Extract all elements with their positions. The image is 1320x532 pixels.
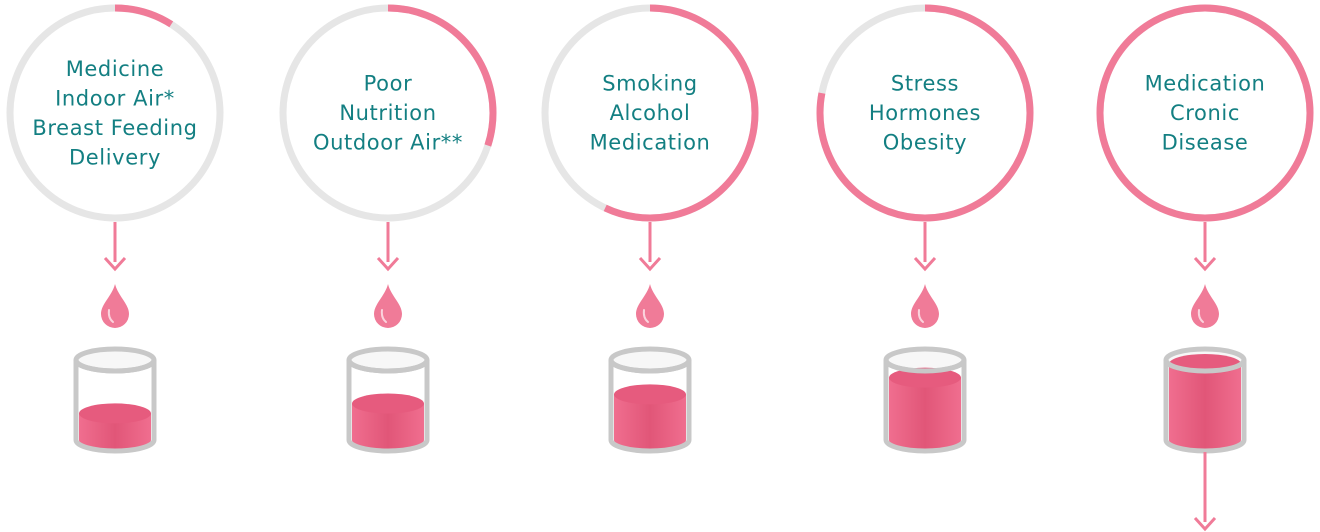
stage-label-line: Breast Feeding — [32, 116, 197, 140]
drop-highlight — [107, 309, 114, 323]
arrow-down-icon — [913, 256, 937, 272]
ring-track — [6, 4, 224, 222]
glass-liquid — [889, 377, 961, 451]
glass-liquid-surface — [889, 367, 961, 388]
drop-highlight — [1197, 309, 1204, 323]
glass-liquid-surface — [79, 403, 151, 424]
ring-progress-arc — [279, 4, 497, 222]
stage-label-line: Medication — [590, 131, 711, 155]
stage-label-line: Outdoor Air** — [313, 131, 463, 155]
arrow-down-icon — [1193, 256, 1217, 272]
ring-progress-arc — [1096, 4, 1314, 222]
stage-label-line: Cronic — [1170, 101, 1240, 125]
drop-highlight — [642, 309, 649, 323]
glass-liquid-surface — [614, 384, 686, 405]
glass-outline — [883, 360, 967, 454]
arrow-down-icon — [376, 256, 400, 272]
stage-label-line: Smoking — [602, 72, 697, 96]
glass-outline — [608, 360, 692, 454]
glass-liquid-surface — [352, 393, 424, 414]
stage-label-line: Disease — [1162, 131, 1249, 155]
stage-label-line: Nutrition — [339, 101, 436, 125]
stage-label-line: Delivery — [69, 145, 161, 169]
stage-label-line: Indoor Air* — [55, 86, 175, 110]
glass-liquid — [614, 394, 686, 451]
ring-progress-arc — [6, 4, 224, 222]
stage-label-line: Poor — [364, 72, 413, 96]
drop-highlight — [380, 309, 387, 323]
glass-rim-front — [73, 359, 157, 374]
drop-highlight — [917, 309, 924, 323]
glass-rim-front — [608, 359, 692, 374]
stage-label-line: Obesity — [883, 131, 967, 155]
stage-label-line: Alcohol — [610, 101, 691, 125]
glass-rim-front — [346, 359, 430, 374]
glass-liquid — [79, 413, 151, 451]
glass-outline — [346, 360, 430, 454]
drop-icon — [636, 284, 664, 328]
drop-icon — [101, 284, 129, 328]
stage-label-line: Medication — [1145, 72, 1266, 96]
stage-label-line: Medicine — [66, 57, 165, 81]
glass-liquid — [1169, 364, 1241, 451]
drop-icon — [1191, 284, 1219, 328]
ring-progress-arc — [816, 4, 1034, 222]
glass-rim-front — [1163, 359, 1247, 374]
glass-outline — [1163, 360, 1247, 454]
glass-liquid — [352, 403, 424, 451]
drop-icon — [911, 284, 939, 328]
arrow-down-icon — [103, 256, 127, 272]
glass-outline — [73, 360, 157, 454]
glass-rim-front — [883, 359, 967, 374]
stage-label-line: Hormones — [869, 101, 981, 125]
arrow-down-icon — [638, 256, 662, 272]
ring-progress-arc — [541, 4, 759, 222]
stage-label-line: Stress — [891, 72, 959, 96]
overflow-arrow-icon — [1193, 516, 1217, 532]
drop-icon — [374, 284, 402, 328]
